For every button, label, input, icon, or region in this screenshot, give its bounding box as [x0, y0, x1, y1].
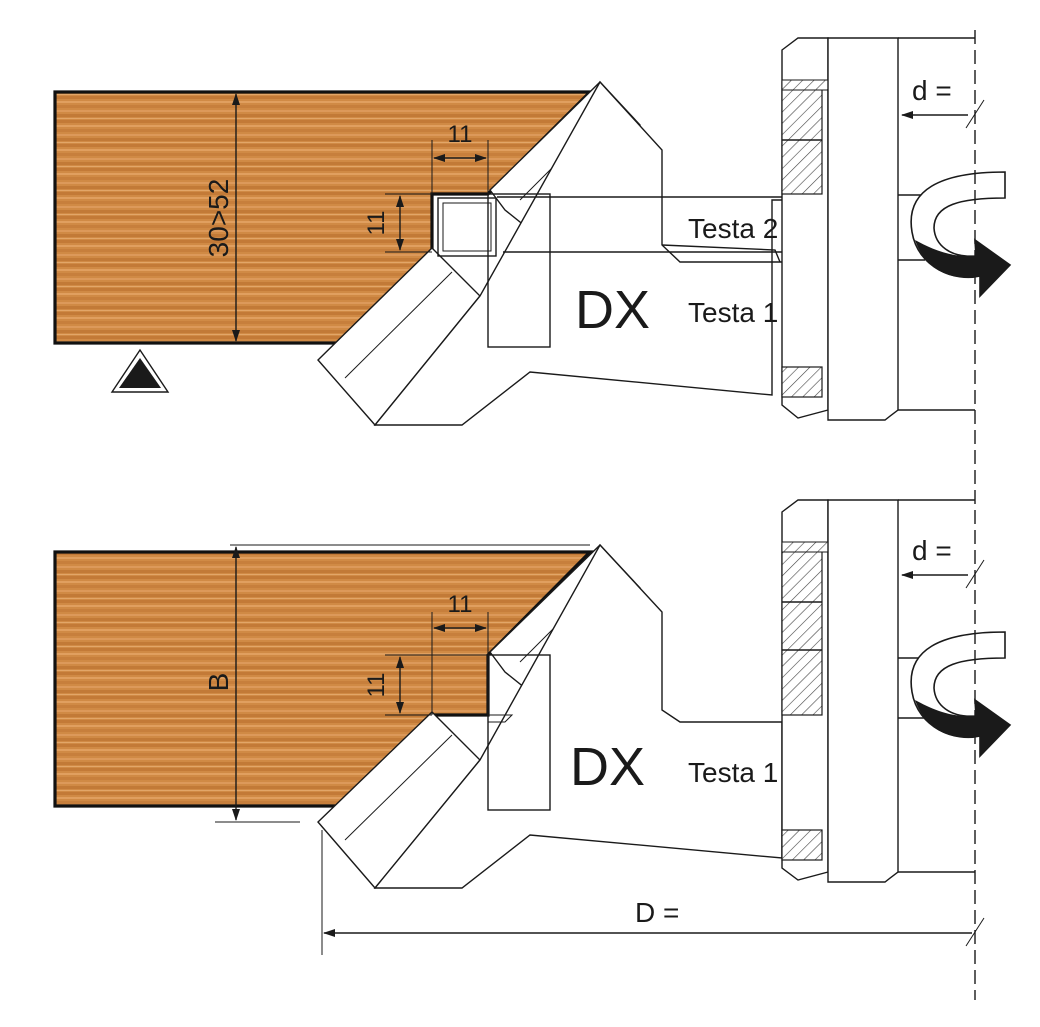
bottom-bore-label: d =: [912, 535, 952, 566]
top-head-lower-label: Testa 1: [688, 297, 778, 328]
bottom-dim-height: B: [203, 673, 234, 692]
bottom-assembly: B 11 11 DX Testa 1 d = D =: [53, 499, 1012, 955]
top-side-label: DX: [575, 280, 650, 340]
top-hatched-ring: [781, 81, 823, 195]
bottom-hatched-lower: [781, 829, 823, 861]
top-dim-height: 30>52: [203, 179, 234, 258]
top-bore-label: d =: [912, 75, 952, 106]
top-assembly: 30>52 11 11 DX Testa 2 Testa 1 d =: [53, 37, 1012, 427]
bottom-dim-width: 11: [448, 591, 473, 618]
bottom-diameter-label: D =: [635, 897, 679, 928]
bottom-workpiece: [55, 552, 590, 806]
bottom-dim-depth: 11: [363, 673, 390, 698]
top-dim-width: 11: [448, 121, 473, 148]
top-dim-depth: 11: [363, 211, 390, 236]
top-hatched-lower: [781, 366, 823, 398]
bottom-hatched-ring: [781, 544, 823, 716]
bottom-shaft-sleeve: [827, 499, 899, 883]
reference-triangle-icon: [110, 348, 170, 393]
bottom-workpiece-outline: [53, 550, 594, 808]
top-rotation-arrow-icon: [910, 171, 1012, 298]
top-head-upper-label: Testa 2: [688, 213, 778, 244]
bottom-rotation-arrow-icon: [910, 631, 1012, 758]
bottom-head-label: Testa 1: [688, 757, 778, 788]
bottom-side-label: DX: [570, 737, 645, 797]
top-shaft-sleeve: [827, 37, 899, 421]
